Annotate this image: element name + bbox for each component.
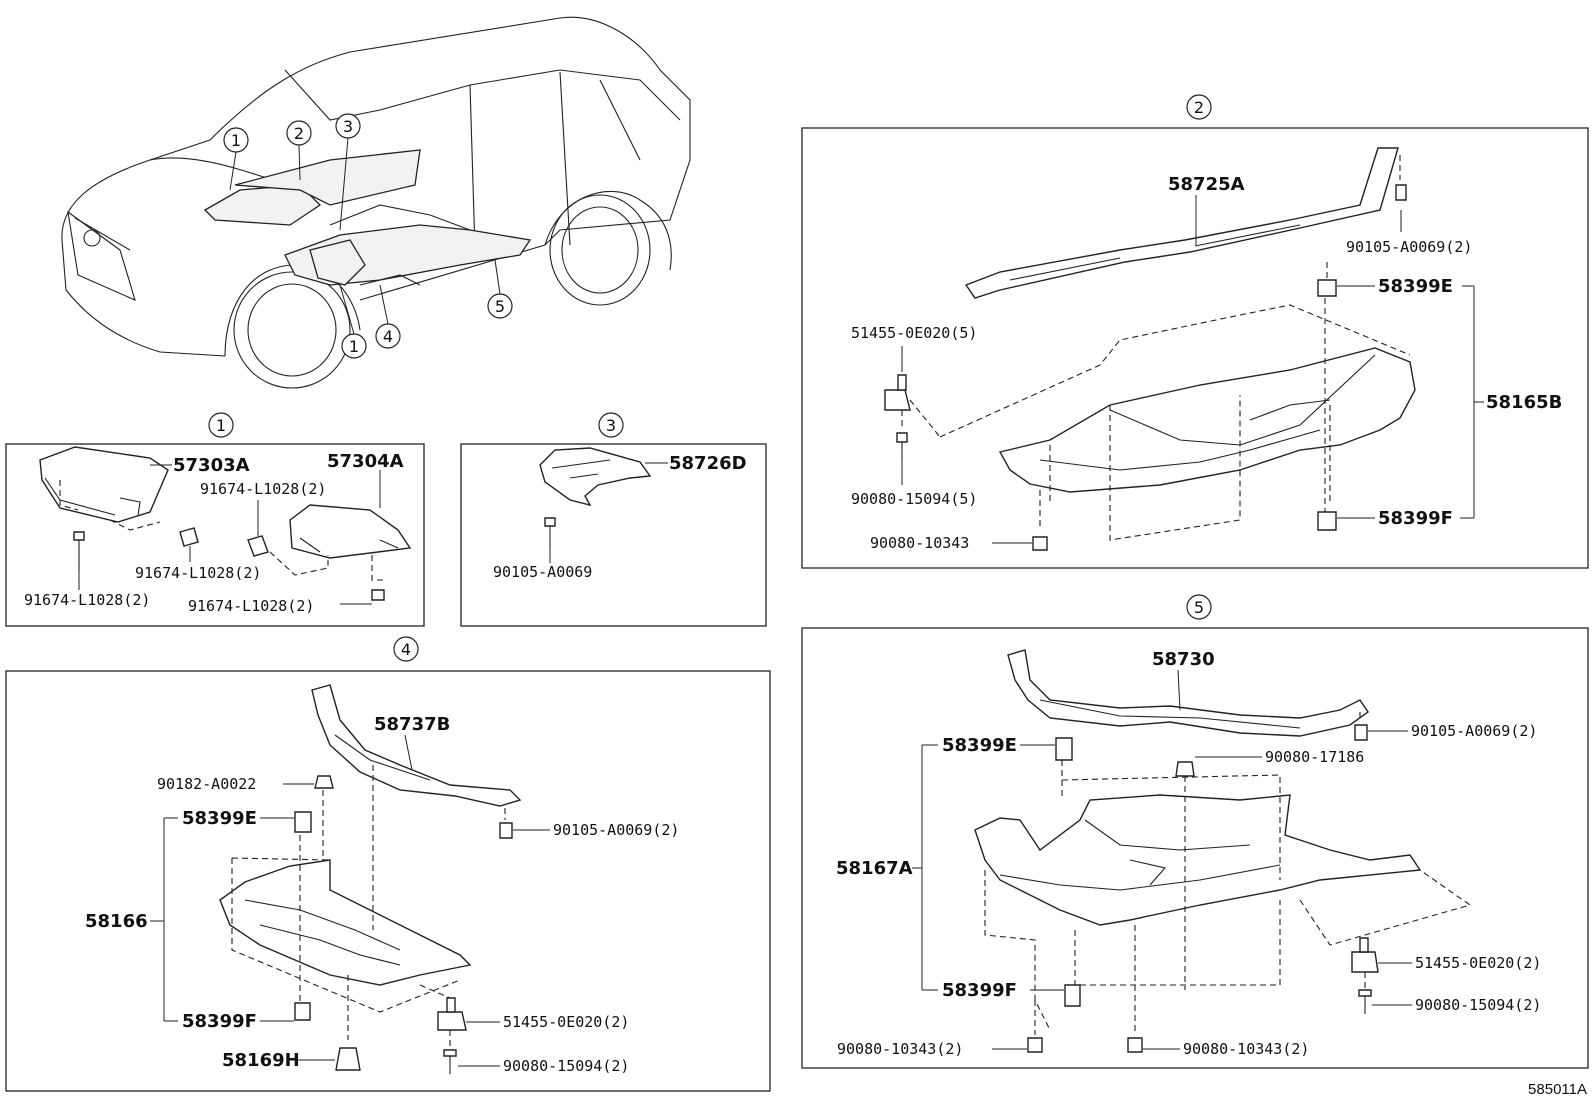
part-91674-L1028-lower: 91674-L1028(2): [188, 597, 314, 615]
part-58399F-sec2: 58399F: [1378, 508, 1453, 529]
callout-car-5: 5: [495, 297, 505, 316]
callout-car-2: 2: [294, 124, 304, 143]
section-3: 3 58726D 90105-A0069: [460, 412, 767, 627]
part-57304A: 57304A: [327, 451, 404, 472]
part-91674-L1028-left: 91674-L1028(2): [24, 591, 150, 609]
section-3-number: 3: [606, 416, 616, 435]
part-90080-15094-sec4: 90080-15094(2): [503, 1057, 629, 1075]
part-58165B: 58165B: [1486, 392, 1562, 413]
part-58737B: 58737B: [374, 714, 450, 735]
part-91674-L1028-upper: 91674-L1028(2): [200, 480, 326, 498]
part-90080-10343-sec5-left: 90080-10343(2): [837, 1040, 963, 1058]
part-90080-15094-sec5: 90080-15094(2): [1415, 996, 1541, 1014]
part-58730: 58730: [1152, 649, 1215, 670]
part-58399F-sec5: 58399F: [942, 980, 1017, 1001]
callout-car-4: 4: [383, 327, 393, 346]
part-90105-A0069-sec4: 90105-A0069(2): [553, 821, 679, 839]
part-90080-10343-sec5-right: 90080-10343(2): [1183, 1040, 1309, 1058]
part-57303A: 57303A: [173, 455, 250, 476]
callout-car-3: 3: [343, 117, 353, 136]
part-58166: 58166: [85, 911, 148, 932]
section-5-number: 5: [1194, 598, 1204, 617]
part-51455-0E020-sec4: 51455-0E020(2): [503, 1013, 629, 1031]
callout-car-1: 1: [231, 131, 241, 150]
callout-car-1-lower: 1: [349, 337, 359, 356]
vehicle-illustration: [61, 16, 691, 389]
part-90080-10343-sec2: 90080-10343: [870, 534, 969, 552]
part-90105-A0069-sec5: 90105-A0069(2): [1411, 722, 1537, 740]
part-51455-0E020-sec5: 51455-0E020(2): [1415, 954, 1541, 972]
part-51455-0E020-sec2: 51455-0E020(5): [851, 324, 977, 342]
section-2-number: 2: [1194, 98, 1204, 117]
diagram-reference-code: 585011A: [1528, 1081, 1587, 1098]
section-2: 2 58725A 90105-A0069(2) 58399E 58165B: [801, 94, 1589, 569]
part-90105-A0069-sec3: 90105-A0069: [493, 563, 592, 581]
part-90182-A0022: 90182-A0022: [157, 775, 256, 793]
part-90080-17186: 90080-17186: [1265, 748, 1364, 766]
section-4: 4 58737B 90182-A0022 58399E 58166 90105-…: [5, 636, 771, 1092]
section-4-number: 4: [401, 640, 411, 659]
part-58169H: 58169H: [222, 1050, 300, 1071]
part-58399E-sec2: 58399E: [1378, 276, 1453, 297]
part-58726D: 58726D: [669, 453, 747, 474]
section-1: 1 57303A 91674-L1028(2) 91674-L1028(2) 5…: [5, 412, 425, 627]
part-58399E-sec4: 58399E: [182, 808, 257, 829]
part-90080-15094-sec2: 90080-15094(5): [851, 490, 977, 508]
part-90105-A0069-sec2: 90105-A0069(2): [1346, 238, 1472, 256]
part-58399E-sec5: 58399E: [942, 735, 1017, 756]
section-1-number: 1: [216, 416, 226, 435]
section-5: 5 58730 90105-A0069(2) 58399E 58167A 900…: [801, 594, 1589, 1069]
part-58399F-sec4: 58399F: [182, 1011, 257, 1032]
part-91674-L1028-mid: 91674-L1028(2): [135, 564, 261, 582]
part-58725A: 58725A: [1168, 174, 1245, 195]
vehicle-callouts: 1 2 3 1 4 5: [223, 113, 513, 359]
part-58167A: 58167A: [836, 858, 913, 879]
